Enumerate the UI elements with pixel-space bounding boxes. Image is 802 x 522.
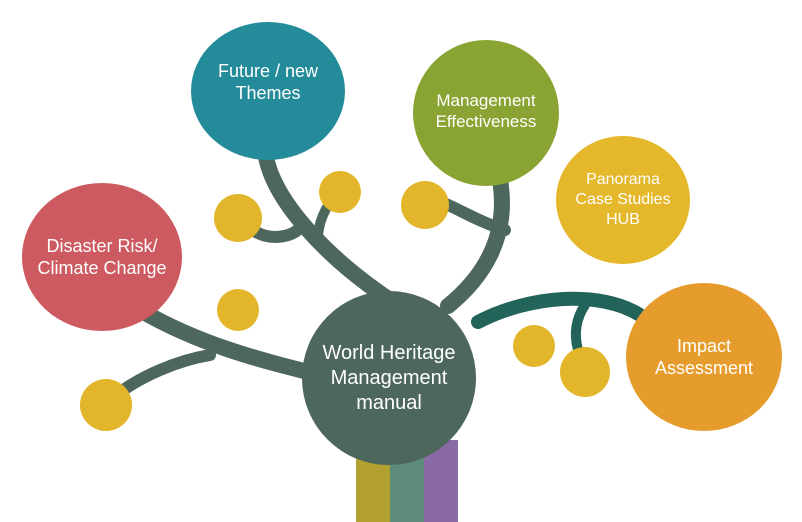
node-impact-assessment: Impact Assessment xyxy=(626,283,782,431)
node-label-center: World Heritage Management manual xyxy=(322,341,456,414)
leaf-dot xyxy=(560,347,610,397)
node-panorama-hub: Panorama Case Studies HUB xyxy=(556,136,690,264)
leaf-dot xyxy=(214,194,262,242)
branch-future xyxy=(257,142,398,308)
node-label-disaster: Disaster Risk/ Climate Change xyxy=(37,235,167,279)
node-label-impact: Impact Assessment xyxy=(654,335,754,379)
twig-future xyxy=(250,222,306,243)
twig-impact xyxy=(570,300,590,355)
node-label-pano: Panorama Case Studies HUB xyxy=(575,171,671,228)
leaf-dot xyxy=(80,379,132,431)
branch-mgmt xyxy=(440,172,510,314)
node-management-effectiveness: Management Effectiveness xyxy=(413,40,559,186)
node-world-heritage-manual: World Heritage Management manual xyxy=(302,291,476,465)
node-future-themes: Future / new Themes xyxy=(191,22,345,160)
leaf-dot xyxy=(319,171,361,213)
node-label-mgmt: Management Effectiveness xyxy=(435,90,537,131)
leaf-dot xyxy=(401,181,449,229)
leaf-dot xyxy=(217,289,259,331)
branch-disaster xyxy=(132,302,328,383)
branch-impact xyxy=(471,291,647,329)
node-disaster-risk: Disaster Risk/ Climate Change xyxy=(22,183,182,331)
node-label-future: Future / new Themes xyxy=(217,60,319,104)
leaf-dot xyxy=(513,325,555,367)
twig-mgmt xyxy=(440,198,511,236)
